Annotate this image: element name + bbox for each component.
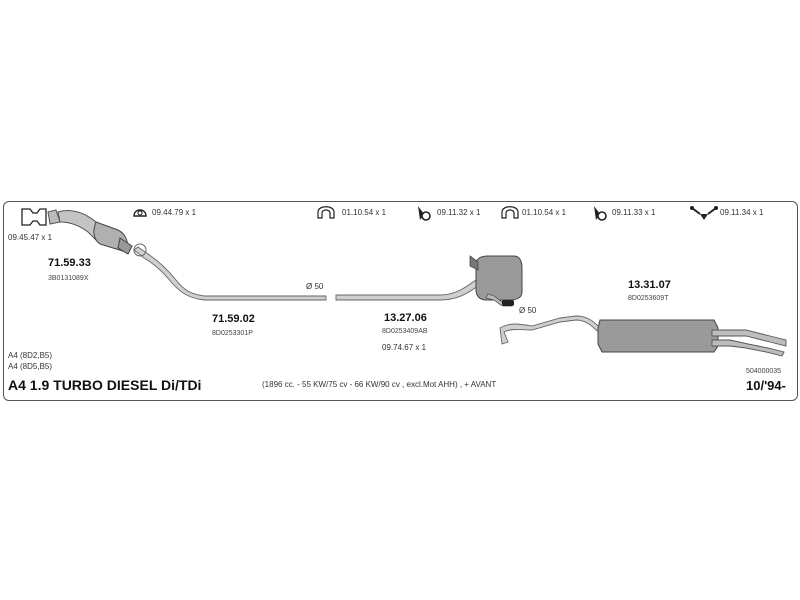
bracket-qty: 09.11.33 x 1 bbox=[612, 208, 656, 217]
pipe-diameter-label: Ø 50 bbox=[306, 282, 324, 291]
rear-silencer bbox=[499, 315, 787, 357]
hanger-qty: 01.10.54 x 1 bbox=[342, 208, 387, 217]
front-pipe bbox=[133, 243, 327, 301]
oem-number: 8D0253609T bbox=[628, 295, 669, 302]
engine-spec: (1896 cc. - 55 KW/75 cv - 66 KW/90 cv , … bbox=[262, 380, 497, 389]
part-number: 13.27.06 bbox=[384, 312, 427, 324]
rubber-hanger-icon bbox=[501, 206, 519, 219]
model-line: A4 (8D5,B5) bbox=[8, 362, 53, 371]
clamp-icon bbox=[133, 209, 147, 217]
mounting-bracket-icon bbox=[594, 206, 607, 221]
hanger-qty: 01.10.54 x 1 bbox=[522, 208, 567, 217]
clamp-qty: 09.44.79 x 1 bbox=[152, 208, 197, 217]
fitment-date: 10/'94- bbox=[746, 378, 786, 393]
oem-number: 8D0253409AB bbox=[382, 328, 428, 335]
bracket-qty: 09.11.32 x 1 bbox=[437, 208, 481, 217]
bolt-set-icon bbox=[690, 206, 718, 220]
part-number: 13.31.07 bbox=[628, 279, 671, 291]
part-number: 71.59.02 bbox=[212, 313, 255, 325]
gasket-qty: 09.45.47 x 1 bbox=[8, 233, 53, 242]
exhaust-diagram-sheet bbox=[3, 201, 798, 401]
vehicle-title: A4 1.9 TURBO DIESEL Di/TDi bbox=[8, 377, 202, 393]
rubber-hanger-icon bbox=[317, 206, 335, 219]
mounting-bracket-icon bbox=[418, 206, 431, 221]
centre-silencer bbox=[335, 255, 523, 307]
oem-number: 8D0253301P bbox=[212, 330, 253, 337]
pipe-diameter-label: Ø 50 bbox=[519, 306, 537, 315]
drawing-number: 504000035 bbox=[746, 368, 782, 375]
catalytic-converter bbox=[47, 209, 133, 255]
part-number: 71.59.33 bbox=[48, 257, 91, 269]
oem-number: 3B0131089X bbox=[48, 275, 89, 282]
bolt-set-qty: 09.11.34 x 1 bbox=[720, 208, 764, 217]
gasket-icon bbox=[21, 208, 47, 226]
model-line: A4 (8D2,B5) bbox=[8, 351, 53, 360]
part-extra-qty: 09.74.67 x 1 bbox=[382, 343, 427, 352]
